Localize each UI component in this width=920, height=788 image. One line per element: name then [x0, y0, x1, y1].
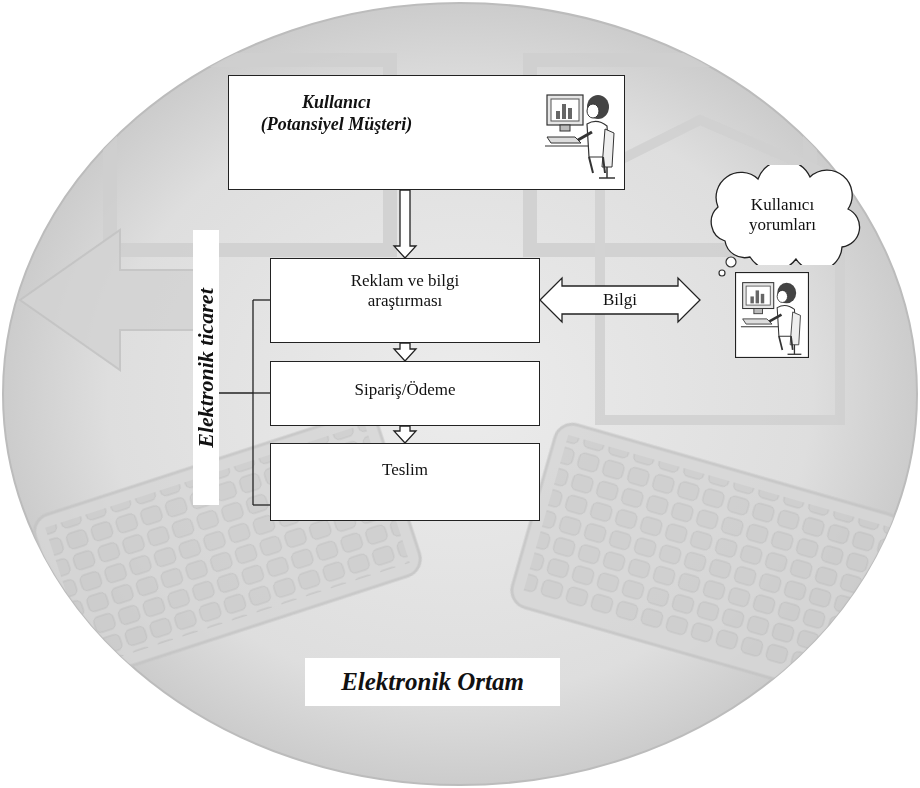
- comment-cloud: Kullanıcı yorumları: [700, 165, 865, 265]
- process-box: Reklam ve bilgi araştırması: [270, 258, 540, 343]
- block-arrow: [394, 426, 416, 443]
- ecommerce-bracket: [219, 300, 270, 505]
- box-text: Reklam ve bilgi araştırması: [330, 271, 480, 312]
- environment-label: Elektronik Ortam: [305, 658, 560, 706]
- edge-label: Bilgi: [603, 290, 637, 310]
- cloud-text: Kullanıcı yorumları: [728, 195, 838, 236]
- faded-computer-scene: [20, 60, 906, 702]
- box-text: Kullanıcı (Potansiyel Müşteri): [259, 92, 414, 135]
- box-text: Sipariş/Ödeme: [287, 380, 523, 400]
- label-text: Elektronik ticaret: [193, 288, 219, 448]
- box-text: Teslim: [287, 460, 523, 480]
- label-text: Elektronik Ortam: [341, 668, 524, 696]
- commenter-computer-icon: [735, 272, 809, 358]
- thought-bubbles: [719, 257, 736, 276]
- ecommerce-band-label: Elektronik ticaret: [193, 230, 219, 505]
- user-box: Kullanıcı (Potansiyel Müşteri): [228, 75, 625, 190]
- block-arrow: [540, 278, 700, 322]
- block-arrow: [394, 190, 416, 258]
- process-box: Teslim: [270, 443, 540, 521]
- environment-oval: [3, 3, 917, 785]
- block-arrow: [394, 343, 416, 361]
- user-computer-icon: [545, 85, 617, 180]
- process-box: Sipariş/Ödeme: [270, 361, 540, 426]
